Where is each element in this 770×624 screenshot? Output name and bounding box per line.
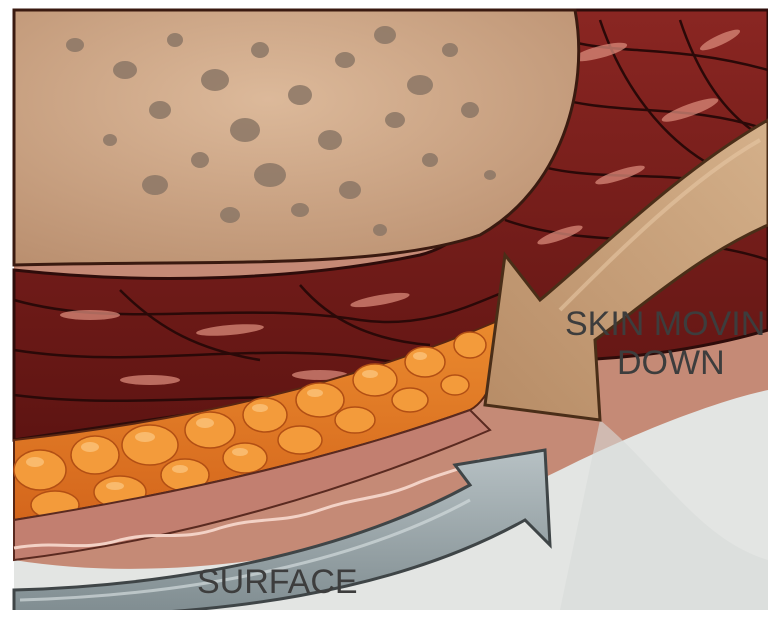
label-surface: SURFACE [197,563,358,601]
label-down: DOWN [617,344,725,382]
bottom-frame-edge [0,610,770,619]
bone [14,10,579,265]
illustration-area: SKIN MOVIN DOWN SURFACE [14,10,768,616]
label-skin-moving: SKIN MOVIN [565,305,765,343]
